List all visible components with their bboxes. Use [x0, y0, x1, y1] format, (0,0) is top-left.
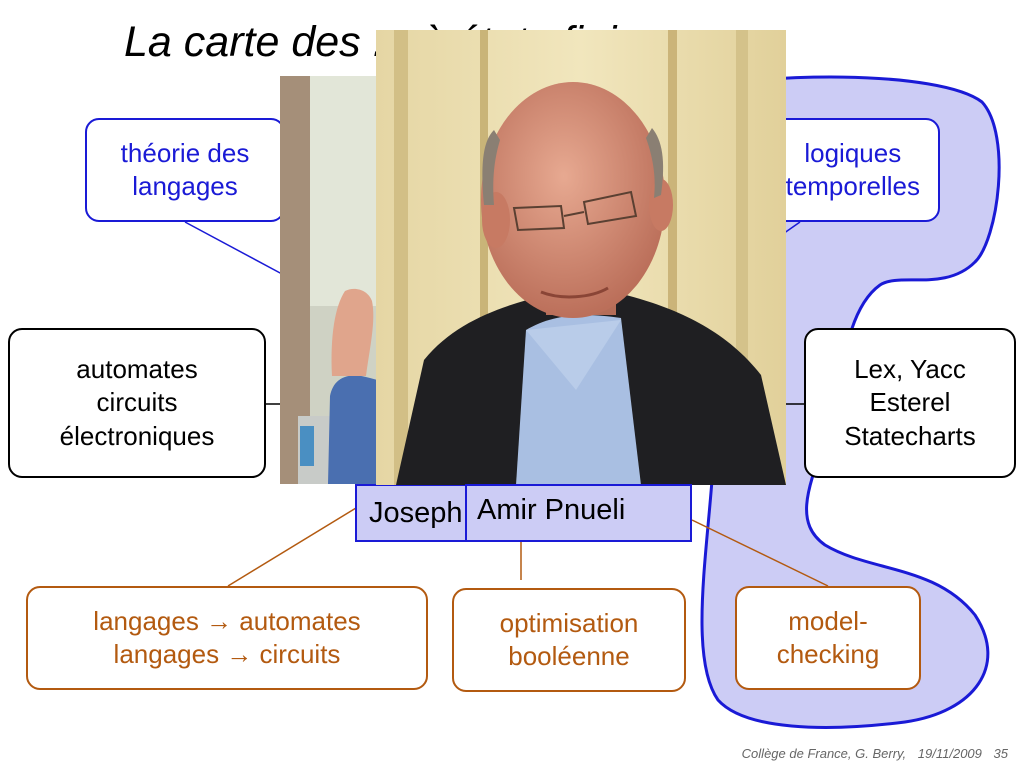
box-line: logiques	[804, 137, 902, 168]
box-line: checking	[776, 639, 880, 669]
slide-footer: Collège de France, G. Berry, 19/11/2009 …	[742, 746, 1008, 761]
box-line: automates	[76, 354, 198, 385]
box-line: circuits	[96, 387, 178, 418]
photo-amir-pnueli	[376, 30, 786, 485]
footer-page: 35	[993, 746, 1008, 761]
footer-date: 19/11/2009	[917, 746, 982, 761]
box-line: langages → circuits	[113, 639, 341, 669]
box-line: optimisation	[499, 607, 639, 638]
box-line: booléenne	[508, 641, 630, 671]
box-line: théorie des	[120, 137, 250, 168]
box-line: Esterel	[869, 387, 951, 418]
footer-source: Collège de France, G. Berry,	[741, 746, 907, 761]
line-model	[691, 519, 829, 587]
box-model-checking: model-checking	[735, 586, 921, 690]
box-line: temporelles	[785, 171, 920, 201]
box-line: électroniques	[59, 420, 215, 451]
line-langages	[227, 507, 357, 587]
box-line: Statecharts	[844, 420, 976, 451]
box-line: langages	[132, 171, 238, 201]
line-theorie	[184, 221, 283, 275]
photo-amir-graphic	[376, 30, 786, 485]
name-label-amir: Amir Pnueli	[465, 484, 692, 542]
box-line: model-	[788, 605, 868, 636]
box-line: Lex, Yacc	[854, 354, 966, 385]
name-text: Amir Pnueli	[477, 493, 626, 526]
box-line: langages → automates	[93, 605, 361, 636]
